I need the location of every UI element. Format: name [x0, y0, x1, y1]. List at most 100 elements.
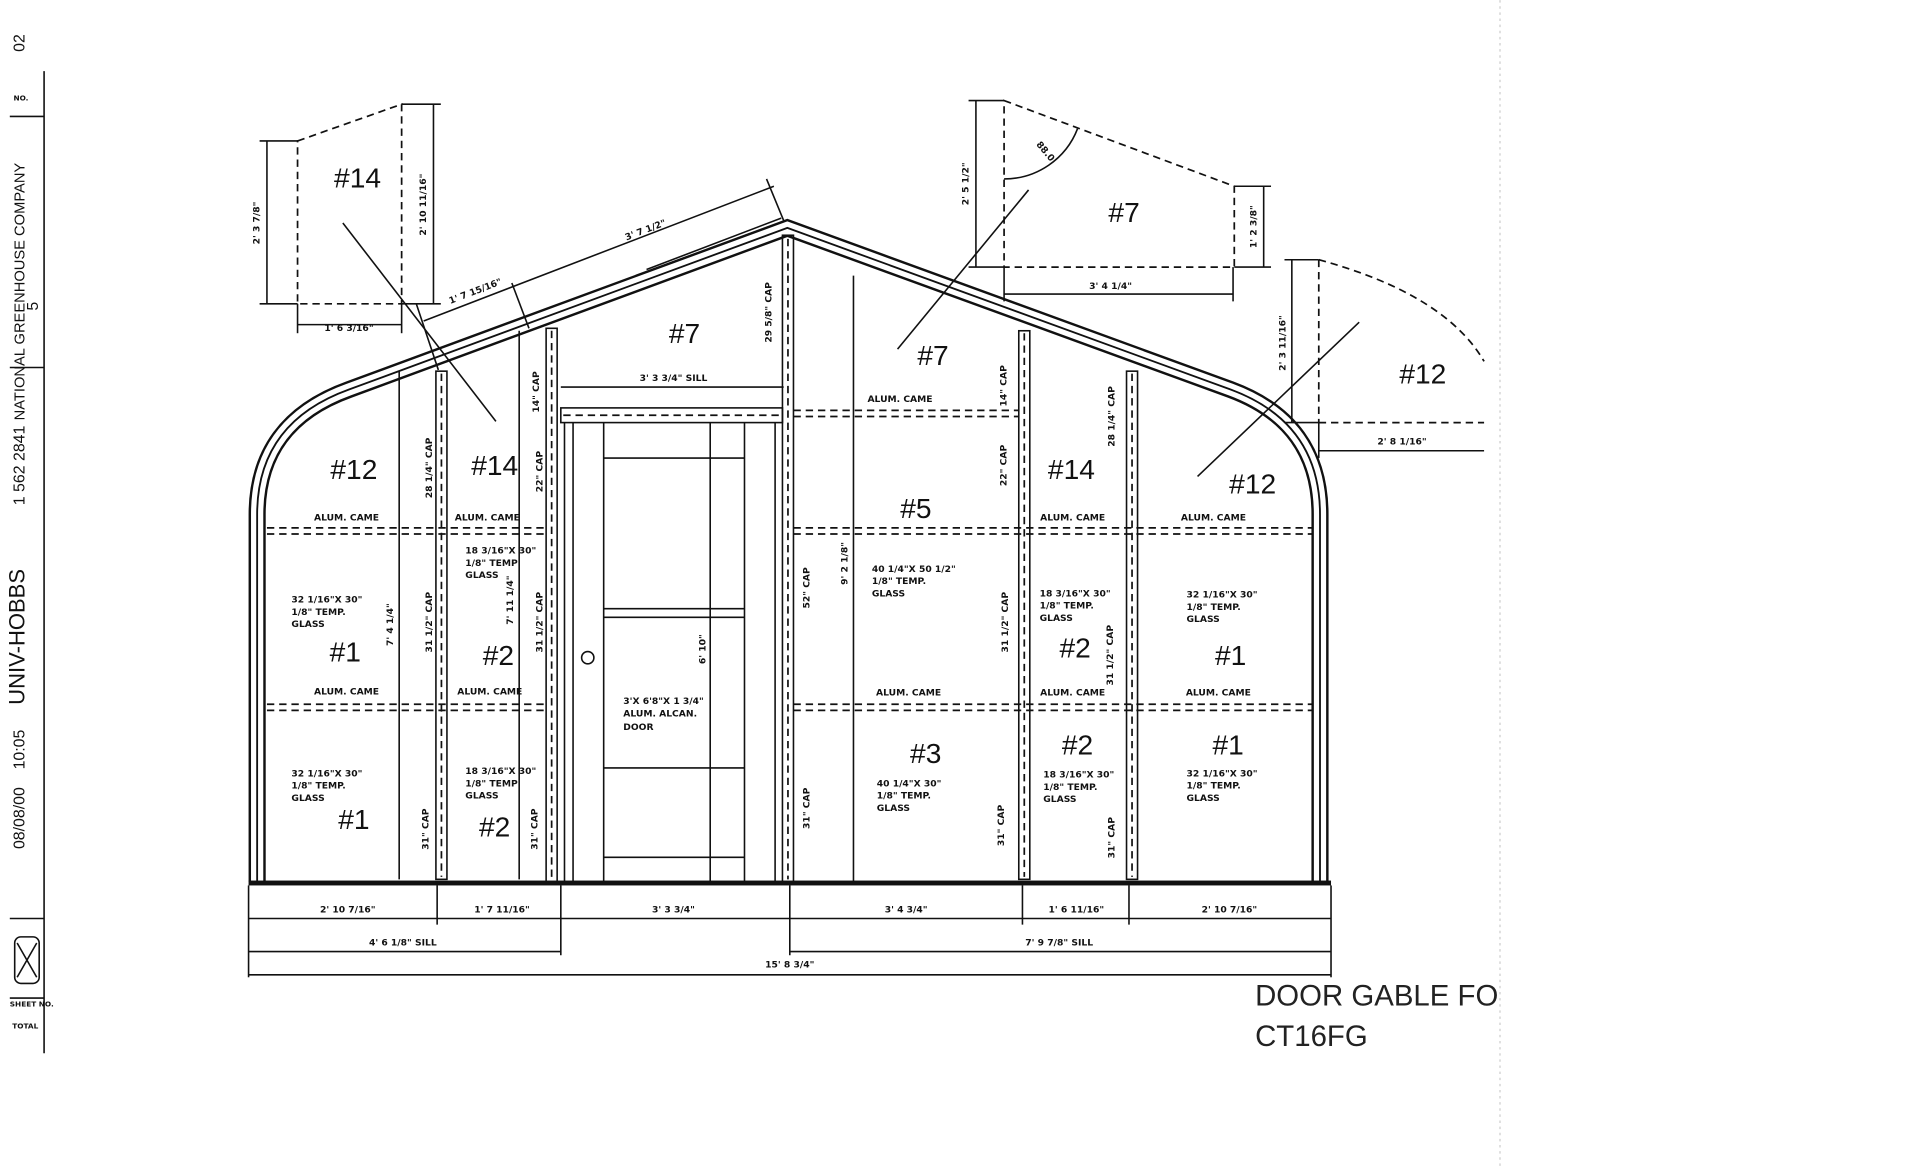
came-labels: ALUM. CAME ALUM. CAME ALUM. CAME ALUM. C… [314, 394, 1251, 699]
dim-sill-right: 7' 9 7/8" SILL [1025, 937, 1093, 948]
dim-door-sill: 3' 3 3/4" SILL [640, 373, 708, 384]
panel-number: #2 [1059, 633, 1090, 664]
svg-text:1/8" TEMP.: 1/8" TEMP. [1187, 602, 1241, 613]
dim-height-peak: 9' 2 1/8" [839, 542, 850, 585]
door-note: 3'X 6'8"X 1 3/4"ALUM. ALCAN.DOOR [623, 696, 704, 733]
panel-number: #1 [338, 804, 369, 835]
total-label: TOTAL [12, 1022, 38, 1031]
svg-text:1/8" TEMP.: 1/8" TEMP. [1187, 781, 1241, 792]
cap-label: 31" CAP [801, 787, 812, 829]
svg-text:1/8" TEMP.: 1/8" TEMP. [872, 576, 926, 587]
svg-text:32 1/16"X 30": 32 1/16"X 30" [291, 595, 362, 606]
panel-number: #14 [1048, 454, 1095, 485]
company-number: 5 [25, 302, 42, 311]
came-label: ALUM. CAME [1040, 513, 1105, 524]
sill-and-dimensions: 2' 10 7/16" 1' 7 11/16" 3' 3 3/4" 3' 4 3… [247, 880, 1332, 978]
glass-note: 32 1/16"X 30"1/8" TEMP.GLASS [1187, 768, 1258, 803]
came-label: ALUM. CAME [1181, 513, 1246, 524]
dim-total-width: 15' 8 3/4" [765, 959, 814, 970]
panel-number: #14 [471, 450, 518, 481]
post [781, 234, 795, 883]
cap-label: 14" CAP [999, 365, 1010, 407]
post [545, 327, 558, 883]
cap-label: 31 1/2" CAP [424, 592, 435, 653]
door [560, 407, 784, 882]
svg-text:1/8" TEMP.: 1/8" TEMP. [877, 791, 931, 802]
dim-t7-bottom: 3' 4 1/4" [1089, 281, 1132, 292]
company-name: NATIONAL GREENHOUSE COMPANY [12, 163, 28, 421]
came-label: ALUM. CAME [1040, 688, 1105, 699]
dim-t14-left: 2' 3 7/8" [252, 202, 263, 245]
svg-text:18 3/16"X 30": 18 3/16"X 30" [465, 546, 536, 557]
svg-text:GLASS: GLASS [1040, 613, 1073, 624]
cap-label: 31 1/2" CAP [1000, 592, 1011, 653]
panel-numbers: #14 #7 #7 #7 #12 #12 #14 #14 #12 #5 #1 #… [330, 162, 1447, 842]
cap-label: 22" CAP [534, 451, 545, 493]
alum-cames [266, 409, 1313, 712]
panel-number: #3 [910, 738, 941, 769]
fax-header-strip: 02 NO. NATIONAL GREENHOUSE COMPANY 5 1 5… [4, 34, 54, 1054]
dim-bottom-3: 3' 3 3/4" [652, 904, 695, 915]
came-label: ALUM. CAME [876, 688, 941, 699]
template-panel-14: 2' 3 7/8" 2' 10 11/16" 1' 6 3/16" [252, 103, 497, 422]
sheet-no-label: SHEET NO. [10, 1000, 54, 1009]
cap-label: 28 1/4" CAP [424, 437, 435, 498]
leader-arrow [896, 189, 1030, 350]
cap-label: 22" CAP [999, 445, 1010, 487]
drawing-title: DOOR GABLE FO [1255, 979, 1498, 1012]
glass-note: 40 1/4"X 50 1/2"1/8" TEMP.GLASS [872, 564, 956, 599]
svg-text:GLASS: GLASS [465, 570, 498, 581]
svg-text:GLASS: GLASS [291, 793, 324, 804]
glass-note: 18 3/16"X 30"1/8" TEMP.GLASS [1040, 588, 1111, 623]
panel-number: #12 [1399, 358, 1446, 389]
glass-note: 32 1/16"X 30"1/8" TEMP.GLASS [1187, 590, 1258, 625]
svg-text:32 1/16"X 30": 32 1/16"X 30" [291, 768, 362, 779]
dim-roof-lower: 1' 7 15/16" [447, 277, 503, 307]
svg-text:1/8" TEMP.: 1/8" TEMP. [1043, 782, 1097, 793]
svg-text:1/8" TEMP.: 1/8" TEMP. [291, 607, 345, 618]
door-knob [580, 650, 595, 665]
height-dimensions: 7' 4 1/4" 7' 11 1/4" 6' 10" 9' 2 1/8" 3'… [385, 275, 855, 882]
dim-bottom-2: 1' 7 11/16" [474, 904, 530, 915]
svg-text:GLASS: GLASS [1043, 794, 1076, 805]
fax-sender: UNIV-HOBBS [4, 569, 29, 705]
drawing-code: CT16FG [1255, 1020, 1368, 1053]
svg-text:1/8" TEMP: 1/8" TEMP [465, 558, 518, 569]
leader-arrow [342, 222, 497, 422]
dim-height-door: 6' 10" [697, 634, 708, 664]
panel-number: #1 [1215, 640, 1246, 671]
came-label: ALUM. CAME [1186, 688, 1251, 699]
panel-number: #7 [917, 340, 948, 371]
panel-number: #1 [330, 636, 361, 667]
panel-number: #1 [1212, 729, 1243, 760]
dim-bottom-1: 2' 10 7/16" [320, 904, 376, 915]
svg-text:ALUM. ALCAN.: ALUM. ALCAN. [623, 708, 697, 719]
cap-label: 29 5/8" CAP [763, 282, 774, 343]
template-panel-7: 88.0 2' 5 1/2" 1' 2 3/8" 3' 4 1/4" [896, 99, 1272, 350]
svg-text:GLASS: GLASS [465, 791, 498, 802]
no-label: NO. [13, 94, 28, 103]
svg-text:32 1/16"X 30": 32 1/16"X 30" [1187, 768, 1258, 779]
cap-label: 52" CAP [801, 567, 812, 609]
svg-text:3'X 6'8"X 1 3/4": 3'X 6'8"X 1 3/4" [623, 696, 704, 707]
dim-sill-left: 4' 6 1/8" SILL [369, 937, 437, 948]
glass-note: 32 1/16"X 30"1/8" TEMP.GLASS [291, 595, 362, 630]
dim-bottom-5: 1' 6 11/16" [1049, 904, 1105, 915]
gable-frame [248, 218, 1329, 882]
cap-labels: 28 1/4" CAP 14" CAP 22" CAP 29 5/8" CAP … [421, 282, 1118, 859]
came-label: ALUM. CAME [314, 686, 379, 697]
svg-text:GLASS: GLASS [291, 619, 324, 630]
cap-label: 31" CAP [1106, 817, 1117, 859]
panel-number: #2 [479, 811, 510, 842]
svg-text:32 1/16"X 30": 32 1/16"X 30" [1187, 590, 1258, 601]
glass-note: 40 1/4"X 30"1/8" TEMP.GLASS [877, 778, 942, 813]
leader-arrow [1197, 321, 1360, 478]
post [1125, 370, 1139, 881]
post [1017, 329, 1031, 881]
dim-t12-bottom: 2' 8 1/16" [1377, 437, 1426, 448]
fax-phone: 1 562 2841 [11, 425, 28, 505]
dim-height-left: 7' 4 1/4" [385, 603, 396, 646]
came-label: ALUM. CAME [867, 394, 932, 405]
